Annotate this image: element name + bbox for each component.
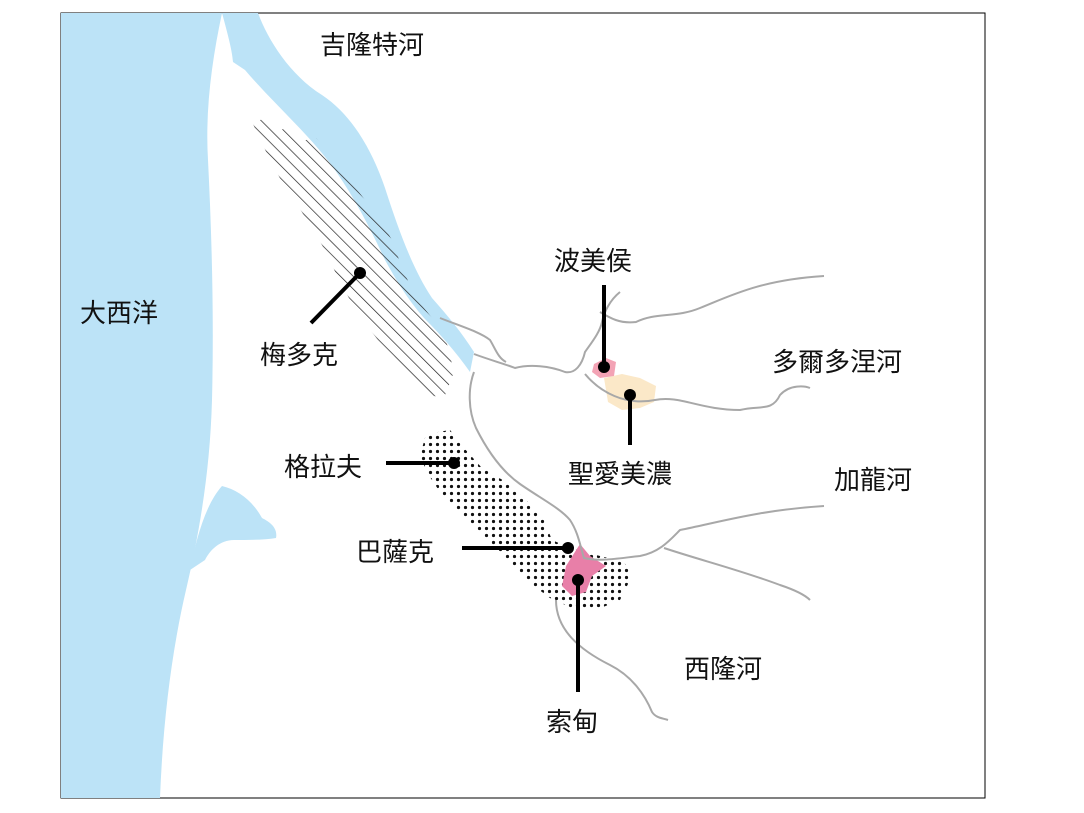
label-dordogne: 多爾多涅河 [772, 348, 903, 378]
atlantic-ocean [61, 13, 222, 798]
leader-lines [309, 271, 632, 692]
label-medoc: 梅多克 [260, 341, 339, 371]
label-atlantic: 大西洋 [80, 299, 159, 329]
pessac-marker [562, 542, 574, 554]
sauternes-marker [572, 574, 584, 586]
label-pessac: 巴薩克 [356, 538, 435, 568]
label-graves: 格拉夫 [284, 453, 363, 483]
garonne-river [468, 371, 825, 561]
ciron-river [555, 599, 669, 721]
medoc-hatch-area [252, 118, 454, 398]
graves-marker [448, 457, 460, 469]
label-gironde: 吉隆特河 [320, 31, 425, 61]
dordogne-upper-branch [599, 275, 825, 324]
label-saint-emilion: 聖愛美濃 [568, 460, 673, 490]
garonne-side-branch [663, 547, 811, 601]
medoc-marker [354, 267, 366, 279]
location-markers [354, 267, 636, 586]
estuary-side-channel [439, 317, 507, 363]
map-frame [60, 12, 986, 799]
pomerol-marker [598, 361, 610, 373]
label-pomerol: 波美侯 [554, 247, 633, 277]
label-sauternes: 索甸 [546, 708, 599, 738]
label-ciron: 西隆河 [684, 655, 763, 685]
medoc-leader [309, 271, 362, 325]
gironde-estuary [222, 13, 474, 372]
dordogne-lower-branch [584, 373, 811, 412]
label-garonne: 加龍河 [834, 466, 913, 496]
saint-emilion-marker [624, 389, 636, 401]
lagoon [190, 486, 277, 570]
